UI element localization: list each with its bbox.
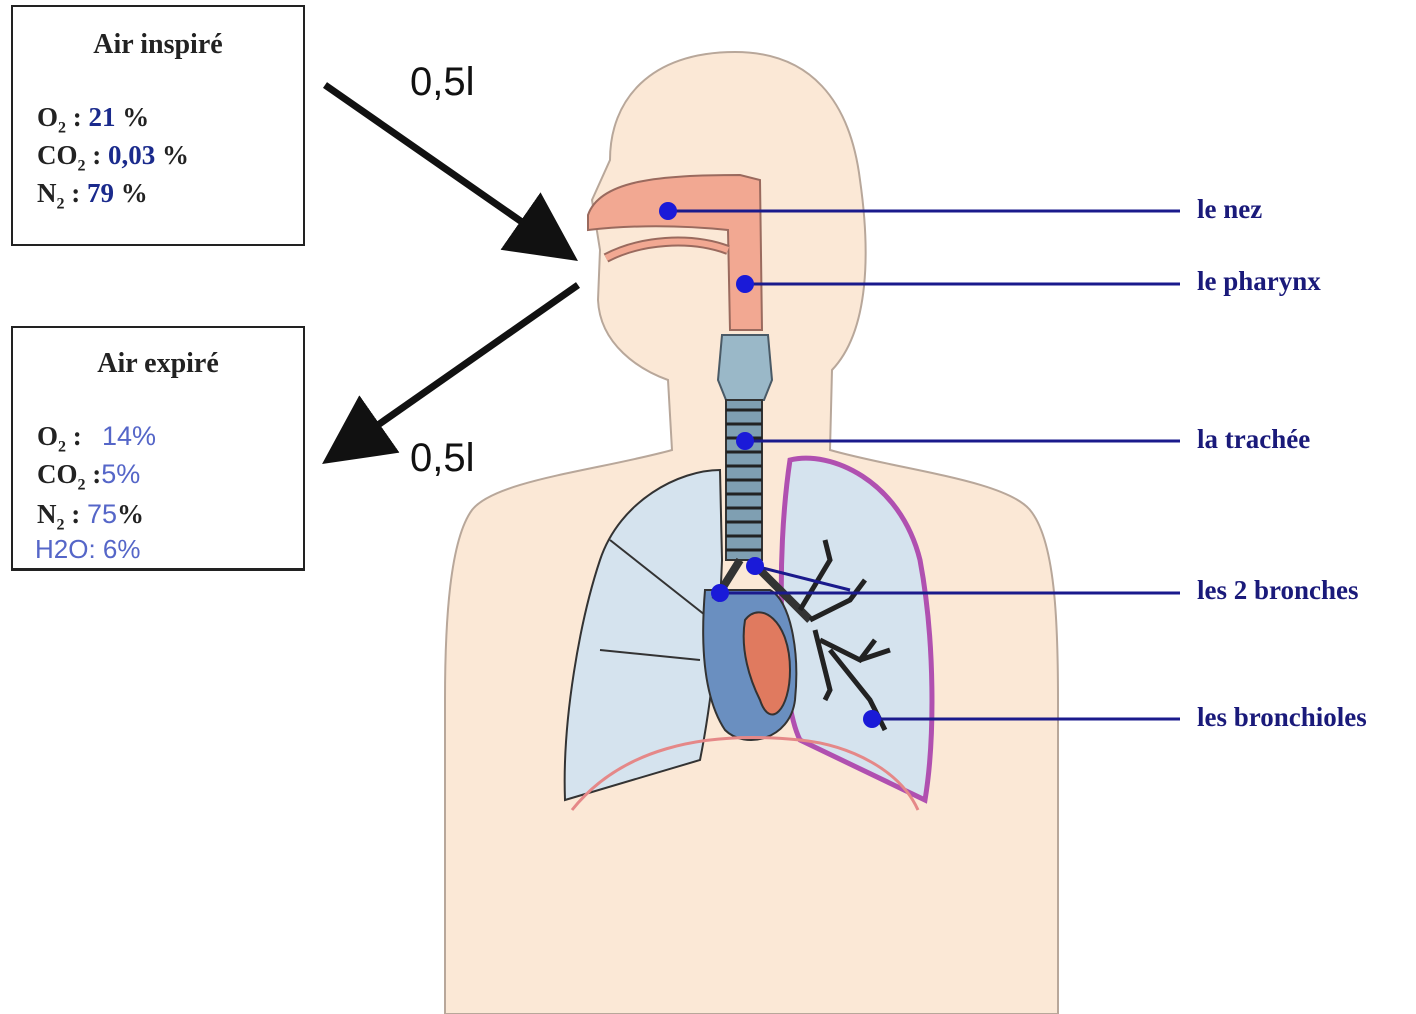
label-trachea: la trachée [1197,424,1310,455]
marker-bronchi-2 [746,557,764,575]
label-nose: le nez [1197,194,1262,225]
expired-h2o-row: H2O: 6% [35,534,141,565]
inspired-o2-row: O2 : 21 % [37,102,149,137]
expired-air-box: Air expiré O2 : 14% CO2 :5% N2 : 75% H2O… [11,326,305,571]
inhale-arrow [325,85,555,245]
expired-co2-row: CO2 :5% [37,459,140,494]
inspired-co2-row: CO2 : 0,03 % [37,140,189,175]
marker-bronchi-1 [711,584,729,602]
inspired-n2-row: N2 : 79 % [37,178,148,213]
marker-bronchioles [863,710,881,728]
inspired-title: Air inspiré [13,29,303,61]
expired-o2-row: O2 : 14% [37,421,156,456]
marker-trachea [736,432,754,450]
exhale-volume: 0,5l [410,436,475,481]
label-bronchioles: les bronchioles [1197,702,1367,733]
label-bronchi: les 2 bronches [1197,575,1359,606]
expired-n2-row: N2 : 75% [37,499,144,534]
inspired-air-box: Air inspiré O2 : 21 % CO2 : 0,03 % N2 : … [11,5,305,246]
marker-nose [659,202,677,220]
expired-title: Air expiré [13,348,303,380]
label-pharynx: le pharynx [1197,266,1321,297]
inhale-volume: 0,5l [410,60,475,105]
marker-pharynx [736,275,754,293]
larynx [718,335,772,400]
exhale-arrow [345,285,578,448]
